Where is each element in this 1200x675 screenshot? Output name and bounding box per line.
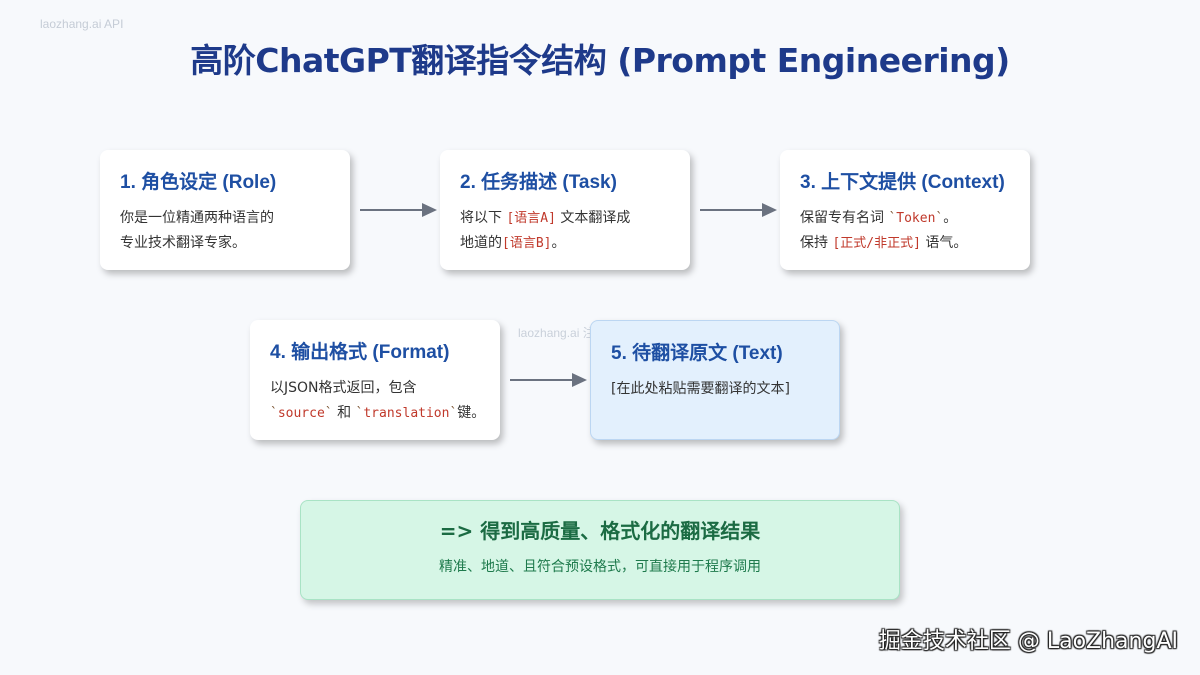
step-body: 你是一位精通两种语言的 专业技术翻译专家。 [120,206,330,256]
watermark-bottom: 掘金技术社区 @ LaoZhangAI [878,629,1178,654]
text-fragment: 和 [337,405,352,421]
step-body-line: [在此处粘贴需要翻译的文本] [611,381,790,397]
text-fragment: 保留专有名词 [800,210,884,226]
code-term: Token [896,211,936,226]
step-card-text: 5. 待翻译原文 (Text) [在此处粘贴需要翻译的文本] [590,320,840,440]
step-body-line: 以JSON格式返回，包含 [270,380,417,396]
code-backtick: ` [355,406,364,421]
step-body: [在此处粘贴需要翻译的文本] [611,377,819,402]
text-fragment: 。 [943,210,958,226]
step-body-line: 专业技术翻译专家。 [120,235,246,251]
code-key: translation [363,406,450,421]
text-fragment: 文本翻译成 [560,210,631,226]
text-fragment: 键。 [457,405,486,421]
result-title: => 得到高质量、格式化的翻译结果 [439,519,761,543]
step-body-line: 你是一位精通两种语言的 [120,210,274,226]
step-title: 4. 输出格式 (Format) [270,342,450,363]
step-body: 保留专有名词 `Token`。 保持 [正式/非正式] 语气。 [800,206,1010,256]
arrow-icon [510,373,587,387]
arrow-icon [360,203,437,217]
step-body-line: 保持 [正式/非正式] 语气。 [800,231,1010,256]
page-title: 高阶ChatGPT翻译指令结构 (Prompt Engineering) [190,41,1010,80]
code-placeholder: [语言B] [502,236,552,251]
text-fragment: 。 [551,235,566,251]
arrow-icon [700,203,777,217]
watermark-top: laozhang.ai API [40,17,124,31]
code-key: source [277,406,325,421]
step-card-context: 3. 上下文提供 (Context) 保留专有名词 `Token`。 保持 [正… [780,150,1030,270]
result-box: => 得到高质量、格式化的翻译结果 精准、地道、且符合预设格式，可直接用于程序调… [300,500,900,600]
step-card-task: 2. 任务描述 (Task) 将以下 [语言A] 文本翻译成 地道的[语言B]。 [440,150,690,270]
code-backtick: ` [449,406,458,421]
step-title: 2. 任务描述 (Task) [460,172,617,193]
step-body: 将以下 [语言A] 文本翻译成 地道的[语言B]。 [460,206,670,256]
code-backtick: ` [888,211,897,226]
step-title: 1. 角色设定 (Role) [120,172,277,193]
step-body-line: 保留专有名词 `Token`。 [800,206,1010,231]
text-fragment: 地道的 [460,235,502,251]
code-placeholder: [正式/非正式] [832,236,921,251]
step-body-line: 地道的[语言B]。 [460,231,670,256]
code-placeholder: [语言A] [506,211,556,226]
code-backtick: ` [324,406,333,421]
step-title: 3. 上下文提供 (Context) [800,172,1005,193]
step-title: 5. 待翻译原文 (Text) [611,343,783,364]
text-fragment: 语气。 [925,235,968,251]
text-fragment: 将以下 [460,210,502,226]
code-backtick: ` [270,406,278,421]
step-body: 以JSON格式返回，包含 `source` 和 `translation`键。 [270,376,485,426]
code-backtick: ` [935,211,944,226]
step-body-line: `source` 和 `translation`键。 [270,401,485,426]
step-card-format: 4. 输出格式 (Format) 以JSON格式返回，包含 `source` 和… [250,320,500,440]
text-fragment: 保持 [800,235,828,251]
step-card-role: 1. 角色设定 (Role) 你是一位精通两种语言的 专业技术翻译专家。 [100,150,350,270]
result-subtitle: 精准、地道、且符合预设格式，可直接用于程序调用 [439,559,761,575]
step-body-line: 将以下 [语言A] 文本翻译成 [460,206,670,231]
